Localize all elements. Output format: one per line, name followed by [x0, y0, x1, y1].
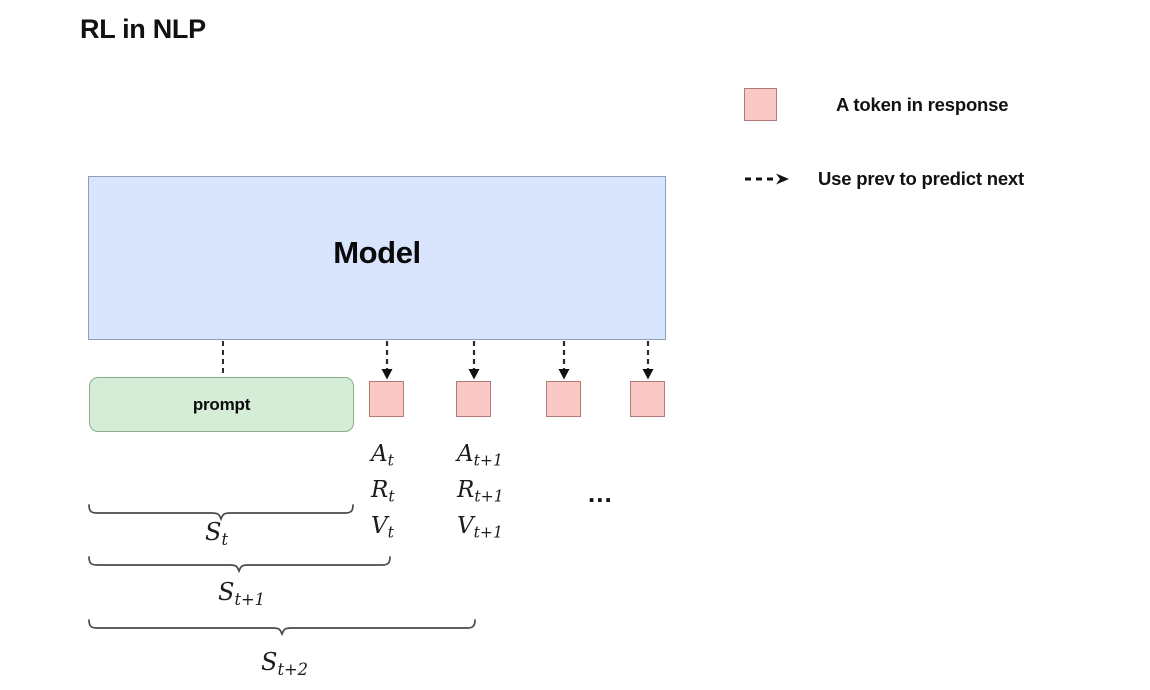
model-box: Model [88, 176, 666, 340]
annotation-action-t: At [371, 441, 394, 470]
legend-item-token-label: A token in response [836, 93, 1009, 115]
legend-item-arrow: Use prev to predict next [744, 168, 1024, 190]
dashed-arrow-icon [745, 173, 789, 185]
legend-item-arrow-label: Use prev to predict next [818, 168, 1024, 189]
annotation-value-t-plus-1: Vt+1 [457, 513, 503, 542]
token-square-4 [630, 381, 665, 417]
arrow-model-to-token-3 [558, 341, 570, 380]
token-square-1 [369, 381, 404, 417]
arrow-model-to-token-2 [468, 341, 480, 380]
token-swatch-icon [744, 88, 777, 121]
model-box-label: Model [333, 235, 421, 270]
state-label-t-plus-2: St+2 [261, 648, 309, 679]
arrow-model-to-token-1 [381, 341, 393, 380]
page-title: RL in NLP [80, 14, 206, 44]
arrow-model-to-token-4 [642, 341, 654, 380]
token-square-3 [546, 381, 581, 417]
legend-item-token: A token in response [744, 88, 1009, 121]
prompt-box: prompt [89, 377, 354, 432]
state-label-t-plus-1: St+1 [218, 578, 266, 609]
state-label-t: St [205, 518, 229, 549]
annotation-reward-t: Rt [371, 477, 395, 506]
token-square-2 [456, 381, 491, 417]
prompt-box-label: prompt [192, 394, 251, 414]
annotation-reward-t-plus-1: Rt+1 [457, 477, 504, 506]
annotation-action-t-plus-1: At+1 [457, 441, 503, 470]
annotation-ellipsis: ... [588, 478, 613, 508]
annotation-value-t: Vt [371, 513, 394, 542]
